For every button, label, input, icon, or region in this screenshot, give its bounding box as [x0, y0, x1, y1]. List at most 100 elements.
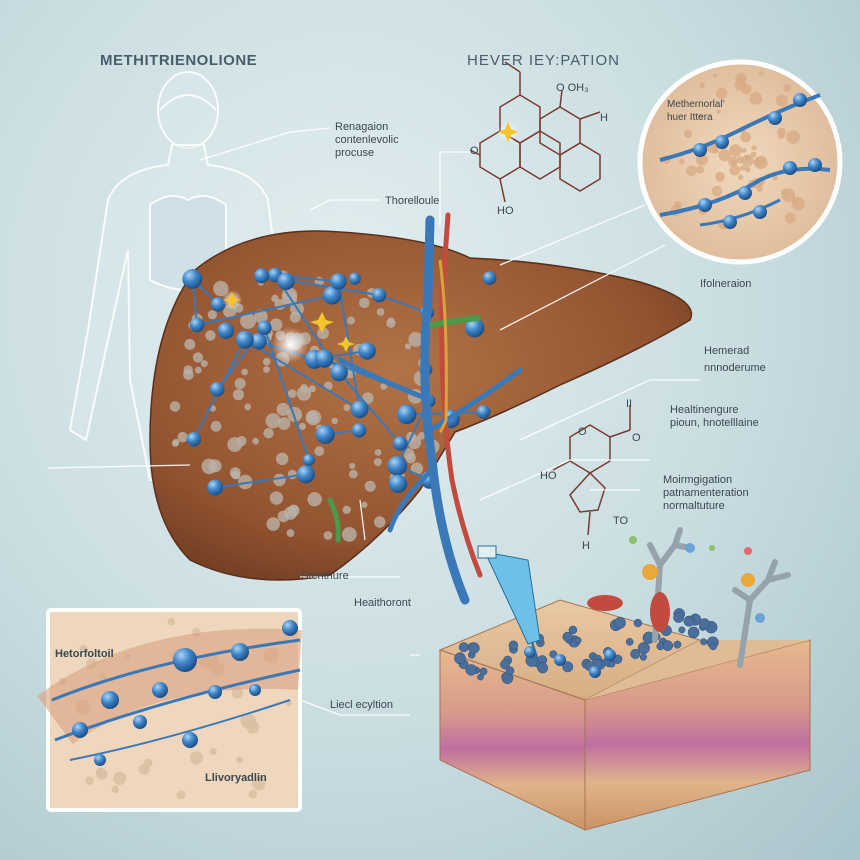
bile-duct-green	[429, 315, 481, 328]
cell-dot	[323, 531, 333, 540]
tissue-cell	[608, 660, 616, 668]
cell-dot	[232, 389, 244, 401]
molecule-ball	[396, 404, 417, 425]
cell-dot	[380, 382, 388, 390]
cell-dot	[373, 516, 386, 528]
cell-dot	[308, 385, 316, 393]
cell-dot	[234, 377, 246, 390]
molecule-ball	[210, 297, 226, 312]
stenthure-label: Stenthure	[301, 570, 349, 582]
tissue-cell	[687, 626, 700, 639]
cell-dot	[205, 330, 216, 341]
cell-dot	[275, 452, 289, 466]
molecule-ball	[189, 317, 205, 333]
molecule-ball	[698, 198, 712, 212]
cell-dot	[341, 527, 357, 542]
cell-dot	[386, 318, 396, 328]
cell-dot	[252, 776, 266, 791]
molecule-ball	[249, 684, 261, 696]
cell-dot	[317, 327, 329, 340]
cell-dot	[248, 790, 258, 799]
cell-dot	[269, 318, 283, 331]
cell-dot	[740, 131, 752, 143]
molecule-ball	[207, 479, 224, 496]
ring-ho: HO	[540, 470, 557, 482]
cell-dot	[263, 427, 274, 439]
cell-dot	[305, 409, 322, 426]
molecule-ball	[524, 646, 536, 658]
cell-dot	[286, 529, 295, 537]
cell-dot	[138, 763, 150, 775]
magnified-circle	[637, 59, 843, 265]
tissue-cell	[468, 642, 480, 654]
molecule-ball	[348, 272, 361, 285]
tissue-cell	[537, 662, 549, 674]
molecule-ball	[217, 322, 234, 340]
cell-dot	[364, 480, 376, 492]
molecule-ball	[182, 269, 203, 289]
artery-red	[439, 212, 483, 578]
callout-lines	[47, 127, 700, 716]
circle-title: Methernorlal’ huer Ittera	[667, 99, 725, 123]
cell-dot	[359, 297, 370, 309]
cell-dot	[276, 402, 290, 416]
cell-dot	[673, 201, 682, 210]
molecule-ball	[182, 732, 198, 748]
cell-dot	[741, 147, 747, 153]
syringe-icon	[477, 545, 541, 661]
cell-dot	[229, 467, 241, 479]
cell-dot	[172, 438, 180, 446]
tissue-cell	[500, 659, 510, 670]
cell-dot	[376, 308, 385, 316]
molecule-ball	[257, 320, 272, 336]
sparkle-icon	[310, 312, 334, 333]
cell-dot	[241, 368, 249, 376]
tissue-cell	[465, 664, 477, 676]
tissue-cell	[673, 612, 684, 623]
molecule-ball	[302, 454, 315, 467]
molecule-ball	[101, 691, 119, 709]
cell-dot	[213, 280, 229, 297]
cell-dot	[711, 185, 723, 197]
molecule-ball	[350, 400, 369, 419]
cell-dot	[791, 197, 805, 211]
cell-dot	[716, 109, 721, 114]
cell-dot	[343, 404, 351, 412]
molecule-h-label: H	[600, 112, 608, 124]
molecule-ball	[235, 330, 254, 349]
network-link	[263, 327, 310, 461]
liver-illustration	[149, 212, 693, 605]
molecule-ball	[277, 272, 295, 291]
cell-dot	[405, 452, 416, 464]
cell-dot	[712, 147, 719, 154]
ring-molecule-icon	[552, 405, 631, 536]
cell-dot	[713, 73, 718, 78]
cell-dot	[201, 458, 218, 475]
cell-dot	[192, 352, 204, 363]
tissue-cell	[625, 638, 634, 646]
molecule-ball	[392, 436, 408, 451]
cell-dot	[183, 365, 193, 375]
network-link	[338, 371, 402, 445]
healthigure-label: Healtinengure pioun, hnotelllaine	[670, 404, 759, 429]
cell-dot	[314, 446, 325, 457]
liecl-label: Liecl ecyltion	[330, 699, 393, 711]
cell-dot	[287, 389, 297, 398]
cell-dot	[287, 469, 298, 480]
molecule-ball	[464, 318, 485, 338]
tissue-cell	[700, 638, 708, 646]
molecule-network	[182, 267, 497, 496]
molecule-ball	[208, 685, 222, 699]
cell-dot	[244, 403, 252, 411]
cell-dot	[740, 165, 746, 171]
sparkle-icon	[223, 292, 241, 308]
molecule-ball	[388, 474, 408, 494]
molecule-ball	[282, 620, 298, 636]
cell-dot	[273, 473, 286, 487]
cell-dot	[167, 617, 176, 626]
cell-dot	[271, 294, 279, 303]
cell-dot	[784, 212, 796, 224]
sparkle-icon	[337, 336, 355, 352]
cell-dot	[262, 357, 271, 366]
